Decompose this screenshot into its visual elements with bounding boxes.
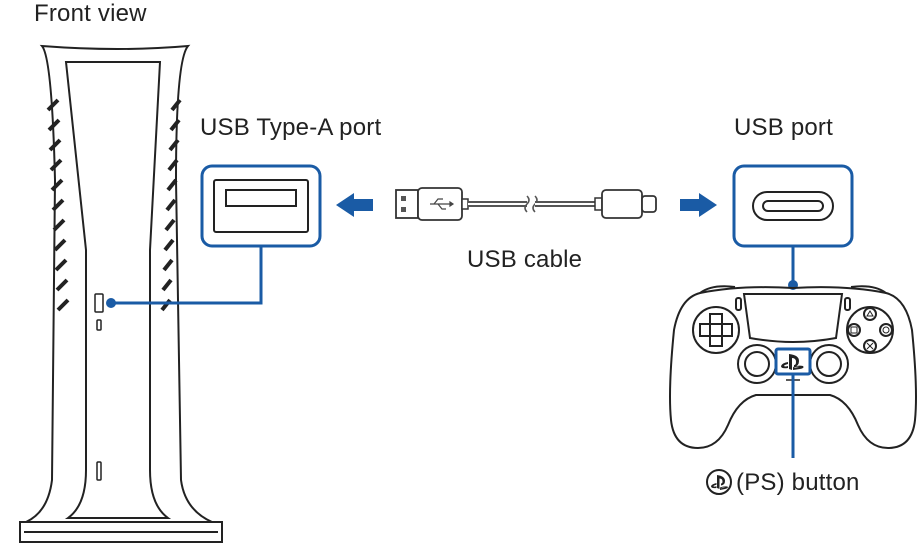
front-view-label: Front view — [34, 0, 147, 27]
usb-type-a-port-label: USB Type-A port — [200, 114, 382, 141]
usb-cable-label: USB cable — [467, 246, 583, 273]
dualsense-controller — [669, 285, 917, 450]
usb-type-a-callout — [106, 164, 322, 308]
ps-button-icon — [706, 469, 732, 502]
ps-button-label-row: (PS) button — [706, 469, 860, 502]
console-right-vents — [160, 98, 182, 312]
console-usb-port — [94, 293, 104, 481]
arrow-left-icon — [336, 193, 373, 217]
usb-port-label: USB port — [734, 114, 833, 141]
arrow-right-icon — [680, 193, 717, 217]
ps-button-label: (PS) button — [736, 469, 860, 496]
usb-port-callout — [732, 164, 854, 290]
usb-cable — [395, 187, 657, 221]
playstation-logo-icon — [781, 354, 804, 370]
console-front-view — [19, 44, 223, 543]
console-left-vents — [46, 98, 70, 312]
ps-button-highlight — [774, 347, 812, 458]
usb-symbol-icon — [430, 198, 455, 210]
